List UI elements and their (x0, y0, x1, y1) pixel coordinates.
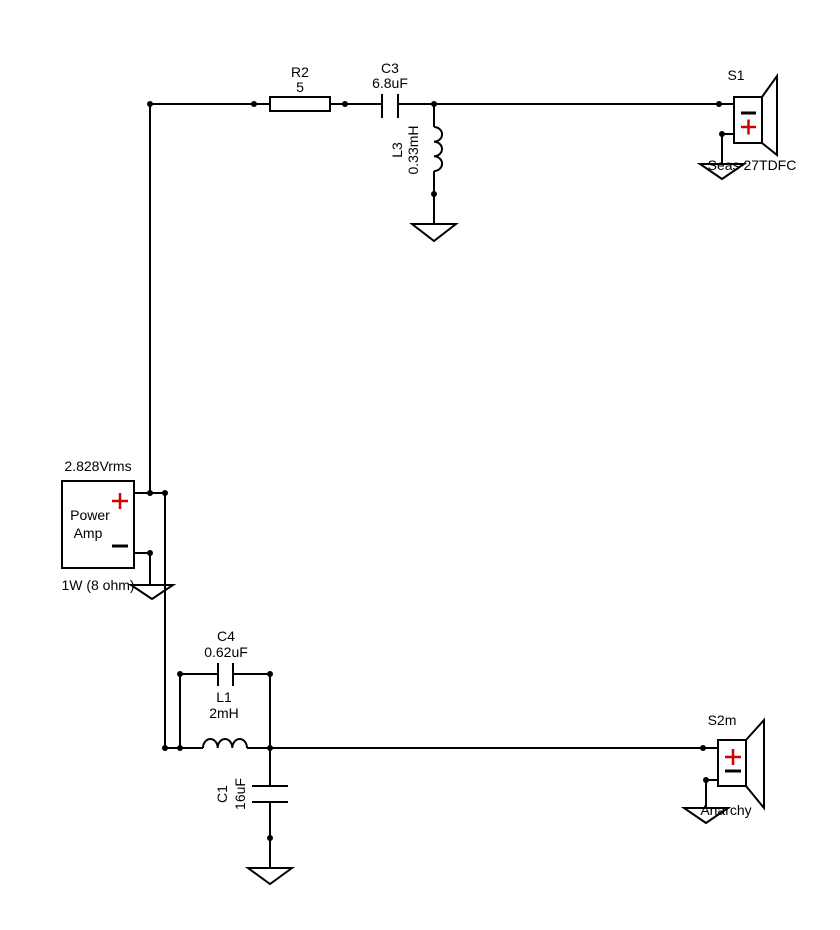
junction-dot (177, 745, 183, 751)
speaker-s2-cone (745, 717, 765, 811)
junction-dot (342, 101, 348, 107)
junction-dot (431, 191, 437, 197)
wires (134, 103, 734, 868)
l3-ref-label: L3 (389, 142, 405, 158)
junction-dots (147, 101, 725, 841)
ground-symbol (680, 807, 732, 825)
junction-dot (251, 101, 257, 107)
l1-ref-label: L1 (216, 689, 232, 705)
c1-value-label: 16uF (232, 778, 248, 810)
junction-dot (177, 671, 183, 677)
amp-name-line2: Amp (74, 525, 103, 541)
junction-dot (700, 745, 706, 751)
inductor-l3[interactable]: L3 0.33mH (389, 125, 443, 175)
capacitor-c4[interactable]: C4 0.62uF (204, 628, 248, 686)
amp-name-line1: Power (70, 507, 110, 523)
r2-value-label: 5 (296, 79, 304, 95)
c3-value-label: 6.8uF (372, 75, 408, 91)
c3-ref-label: C3 (381, 60, 399, 76)
junction-dot (719, 131, 725, 137)
speaker-s1-cone (761, 72, 778, 158)
junction-dot (267, 671, 273, 677)
junction-dot (162, 490, 168, 496)
inductor-l3-coil (433, 126, 443, 172)
capacitor-c1[interactable]: C1 16uF (214, 778, 288, 810)
resistor-r2-body (269, 96, 331, 112)
l3-value-label: 0.33mH (405, 125, 421, 174)
s1-model-label: Seas 27TDFC (708, 157, 797, 173)
speaker-s1[interactable]: S1 Seas 27TDFC (708, 67, 797, 173)
s2-ref-label: S2m (708, 712, 737, 728)
junction-dot (267, 835, 273, 841)
speaker-s2[interactable]: S2m Anarchy (700, 712, 765, 818)
junction-dot (147, 550, 153, 556)
inductor-l1-coil (202, 737, 248, 749)
ground-symbol (244, 867, 296, 886)
junction-dot (431, 101, 437, 107)
amp-voltage-label: 2.828Vrms (64, 458, 131, 474)
c4-value-label: 0.62uF (204, 644, 248, 660)
wire-amp-minus (134, 552, 151, 585)
amp-rating-label: 1W (8 ohm) (61, 577, 134, 593)
junction-dot (267, 745, 273, 751)
resistor-r2[interactable]: R2 5 (269, 64, 331, 112)
c4-ref-label: C4 (217, 628, 235, 644)
s1-ref-label: S1 (727, 67, 744, 83)
l1-value-label: 2mH (209, 705, 239, 721)
junction-dot (147, 490, 153, 496)
c1-ref-label: C1 (214, 785, 230, 803)
inductor-l1[interactable]: L1 2mH (202, 689, 248, 749)
power-amp[interactable]: 2.828Vrms Power Amp 1W (8 ohm) (61, 458, 135, 593)
junction-dot (162, 745, 168, 751)
junction-dot (703, 777, 709, 783)
junction-dot (716, 101, 722, 107)
ground-symbol (127, 584, 177, 601)
power-amp-body (61, 480, 135, 569)
junction-dot (147, 101, 153, 107)
r2-ref-label: R2 (291, 64, 309, 80)
ground-symbol (696, 163, 748, 181)
ground-symbol (409, 223, 459, 243)
capacitor-c3[interactable]: C3 6.8uF (372, 60, 408, 118)
